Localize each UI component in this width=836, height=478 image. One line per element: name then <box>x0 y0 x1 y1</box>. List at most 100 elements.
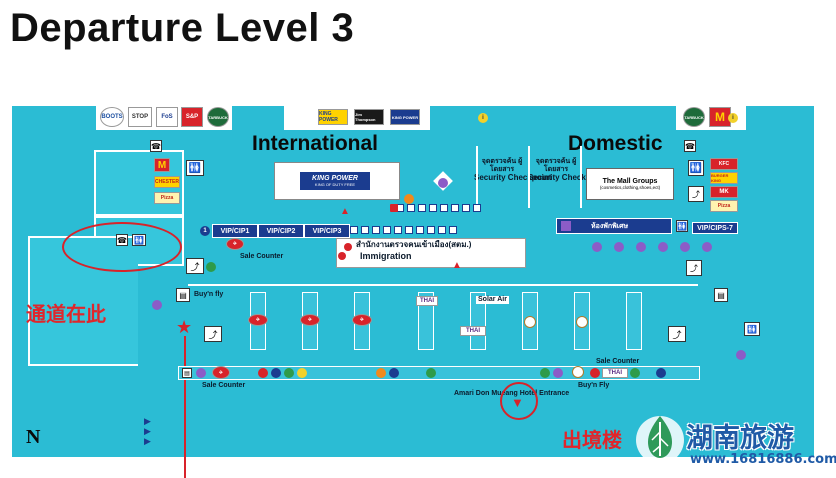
boots-logo-icon: BOOTS <box>100 107 124 127</box>
jim-thompson-logo-icon: Jim Thompson <box>354 109 384 125</box>
gate-square <box>416 226 424 234</box>
gate-square <box>372 226 380 234</box>
escalator-lower-left-icon: ⤴ <box>204 326 222 342</box>
bottom-markers-right <box>540 368 563 378</box>
gate-marker-icon <box>680 242 690 252</box>
the-mall-store: The Mall Groups (cosmetics,clothing,shoe… <box>586 168 674 200</box>
purple-marker-icon <box>152 300 162 310</box>
fos-logo-icon: FoS <box>156 107 178 127</box>
checkpoint-divider-mid <box>528 146 530 208</box>
checkpoint-divider-right <box>580 146 582 208</box>
nok-air-logo-1-icon <box>524 316 536 328</box>
immigration-dot-2-icon <box>338 252 346 260</box>
gate-marker-icon <box>658 242 668 252</box>
checkpoint-divider-left <box>476 146 478 208</box>
sp-logo-icon: S&P <box>181 107 203 127</box>
international-heading: International <box>252 132 379 155</box>
gate-square <box>462 204 470 212</box>
vip-cip3: VIP/CIP3 <box>304 224 350 238</box>
purple-marker-bottom-icon <box>196 368 206 378</box>
the-mall-name: The Mall Groups <box>602 178 658 185</box>
sale-counter-bottom-left: Sale Counter <box>202 382 246 389</box>
kfc-logo-icon: KFC <box>710 158 738 170</box>
compass-north: N <box>26 426 41 448</box>
check-in-island-8 <box>626 292 642 350</box>
gate-squares-row <box>350 226 457 234</box>
thai-airways-logo: THAI <box>416 296 438 306</box>
nok-air-logo-2-icon <box>576 316 588 328</box>
atm-right-icon: ▤ <box>714 288 728 302</box>
gate-square <box>383 226 391 234</box>
security-checkpoint-left-en: Security Checkpoint <box>474 173 552 182</box>
king-power-name: KING POWER <box>312 175 358 182</box>
info-kiosk-icon <box>438 178 448 188</box>
check-in-island-4 <box>418 292 434 350</box>
bottom-markers-mid <box>376 368 399 378</box>
solar-air-label: Solar Air <box>476 296 509 304</box>
red-marker <box>390 204 398 212</box>
orange-marker-icon <box>404 194 414 204</box>
king-power-sub: KING OF DUTY FREE <box>314 182 356 187</box>
gate-square <box>451 204 459 212</box>
airasia-logo-1-icon: ✈ <box>248 314 268 326</box>
airasia-logo-bottom-icon: ✈ <box>212 366 230 379</box>
watermark-url: www.16816886.com <box>690 452 836 467</box>
burger-king-logo-icon: BURGER KING <box>710 172 738 184</box>
blue-marker-bottom-icon <box>656 368 666 378</box>
escalator-right-top-icon: ⤴ <box>688 186 704 202</box>
immigration-en: Immigration <box>360 251 412 261</box>
bottom-counter-row <box>178 366 700 380</box>
thai-airways-logo-2: THAI <box>460 326 486 336</box>
red-arrow-up-2-icon: ▲ <box>452 260 462 271</box>
pointer-line <box>184 336 186 478</box>
escalator-right-icon: ⤴ <box>686 260 702 276</box>
security-checkpoint-right-en: Security Checkpoint <box>528 173 606 182</box>
starbucks-logo-icon: STARBUCKS <box>207 107 229 127</box>
buy-n-fly-right: Buy'n Fly <box>578 382 610 389</box>
domestic-gate-markers <box>592 242 712 252</box>
sale-counter-bottom-right: Sale Counter <box>596 358 640 365</box>
marker-icon <box>389 368 399 378</box>
restroom-small-icon: 🚻 <box>676 220 688 232</box>
info-marker-right-icon: i <box>728 113 738 123</box>
restroom-right-icon: 🚻 <box>688 160 704 176</box>
pizza-right-logo-icon: Pizza <box>710 200 738 212</box>
immigration-area <box>336 238 526 268</box>
you-are-here-star-icon: ★ <box>176 317 193 337</box>
buy-n-fly-left: Buy'n fly <box>194 291 224 298</box>
restroom-far-right-icon: 🚻 <box>744 322 760 336</box>
sale-counter-top: Sale Counter <box>240 253 284 260</box>
marker-icon <box>376 368 386 378</box>
marker-icon <box>284 368 294 378</box>
escalator-left-icon: ⤴ <box>186 258 204 274</box>
vip-cip2: VIP/CIP2 <box>258 224 304 238</box>
king-power-logo-2-icon: KING POWER <box>390 109 420 125</box>
security-checkpoint-right-thai: จุดตรวจค้น ผู้โดยสาร <box>535 158 577 173</box>
gate-marker-icon <box>592 242 602 252</box>
purple-marker-right-icon <box>736 350 746 360</box>
bottom-markers-left <box>258 368 307 378</box>
stop-logo-icon: STOP <box>128 107 152 127</box>
exit-arrow-down-icon: ▼ <box>511 395 524 410</box>
immigration-dot-icon <box>344 243 352 251</box>
exit-building-label: 出境楼 <box>562 428 622 452</box>
marker-icon <box>540 368 550 378</box>
nok-air-bottom-icon <box>572 366 584 378</box>
gate-square <box>473 204 481 212</box>
pizza-logo-icon: Pizza <box>154 192 180 204</box>
gate-marker-icon <box>614 242 624 252</box>
gate-square <box>438 226 446 234</box>
marker-icon <box>297 368 307 378</box>
airasia-logo-3-icon: ✈ <box>352 314 372 326</box>
direction-arrows-icon: ▶▶▶ <box>144 416 151 446</box>
passage-highlight-circle <box>62 222 182 272</box>
mcdonalds-logo-icon: M <box>154 158 170 172</box>
domestic-heading: Domestic <box>568 132 663 155</box>
airasia-logo-2-icon: ✈ <box>300 314 320 326</box>
atm-bottom-icon: ▤ <box>182 368 192 378</box>
mk-logo-icon: MK <box>710 186 738 198</box>
thai-airways-logo-3: THAI <box>602 368 628 378</box>
immigration-thai: สำนักงานตรวจคนเข้าเมือง(สตม.) <box>356 240 472 249</box>
starbucks-logo-right-icon: STARBUCKS <box>683 107 705 127</box>
green-marker-bottom-2-icon <box>630 368 640 378</box>
